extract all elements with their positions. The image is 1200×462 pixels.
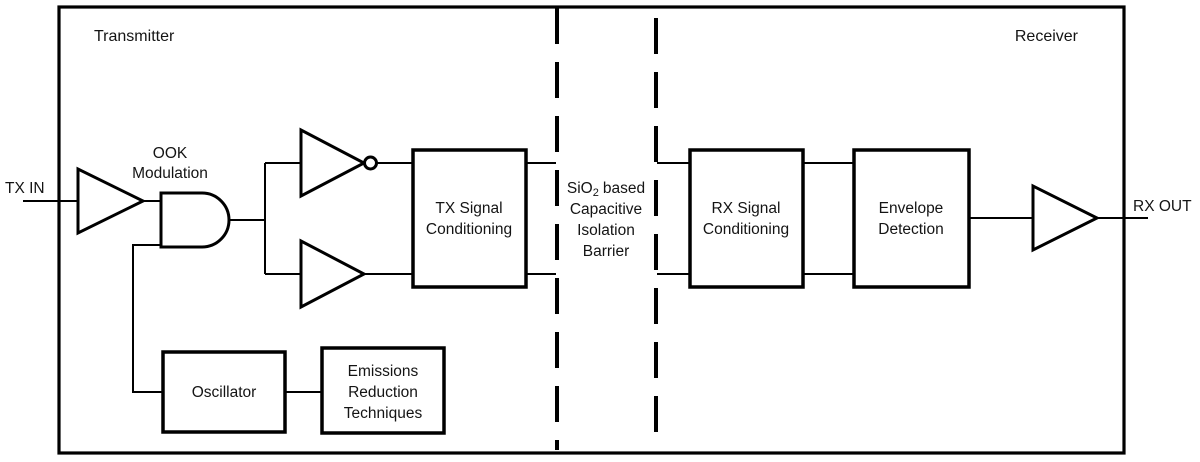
ook-modulation-label-line1: OOK	[153, 145, 188, 162]
inverter-symbol	[299, 127, 368, 199]
sio2-based-text: based	[603, 180, 645, 197]
inverter-bubble	[363, 155, 378, 171]
emissions-reduction-label-line1: Emissions	[348, 363, 419, 380]
barrier-label-line3: Isolation	[577, 222, 635, 239]
rx-signal-conditioning-label-line2: Conditioning	[703, 221, 789, 238]
receiver-region-label: Receiver	[1015, 28, 1079, 45]
wire-oscillator-to-and-gate	[132, 244, 163, 393]
and-gate-symbol	[159, 191, 231, 249]
barrier-label-line2: Capacitive	[570, 201, 642, 218]
emissions-reduction-block	[320, 346, 446, 435]
oscillator-block	[161, 350, 287, 434]
tx-in-port-label: TX IN	[5, 180, 45, 197]
ook-modulation-label-line2: Modulation	[132, 165, 208, 182]
envelope-detection-label-line2: Detection	[878, 221, 943, 238]
barrier-label-line4: Barrier	[583, 243, 630, 260]
oscillator-label: Oscillator	[192, 384, 257, 401]
rx-signal-conditioning-block	[688, 148, 805, 289]
isolator-package-outline	[57, 5, 1126, 455]
tx-signal-conditioning-block	[411, 148, 528, 289]
sio2-text: SiO	[567, 180, 593, 197]
non-inverting-buffer-symbol	[299, 238, 368, 310]
rx-output-buffer-symbol	[1031, 183, 1101, 253]
emissions-reduction-label-line2: Reduction	[348, 384, 418, 401]
rx-out-port-label: RX OUT	[1133, 198, 1192, 215]
tx-signal-conditioning-label-line2: Conditioning	[426, 221, 512, 238]
envelope-detection-label-line1: Envelope	[879, 200, 944, 217]
barrier-label-line1: SiO2 based	[567, 180, 645, 199]
transmitter-region-label: Transmitter	[94, 28, 175, 45]
sio2-subscript: 2	[593, 187, 599, 199]
envelope-detection-block	[852, 148, 971, 289]
emissions-reduction-label-line3: Techniques	[344, 405, 423, 422]
rx-signal-conditioning-label-line1: RX Signal	[712, 200, 781, 217]
tx-input-buffer-symbol	[76, 166, 147, 236]
tx-signal-conditioning-label-line1: TX Signal	[435, 200, 502, 217]
